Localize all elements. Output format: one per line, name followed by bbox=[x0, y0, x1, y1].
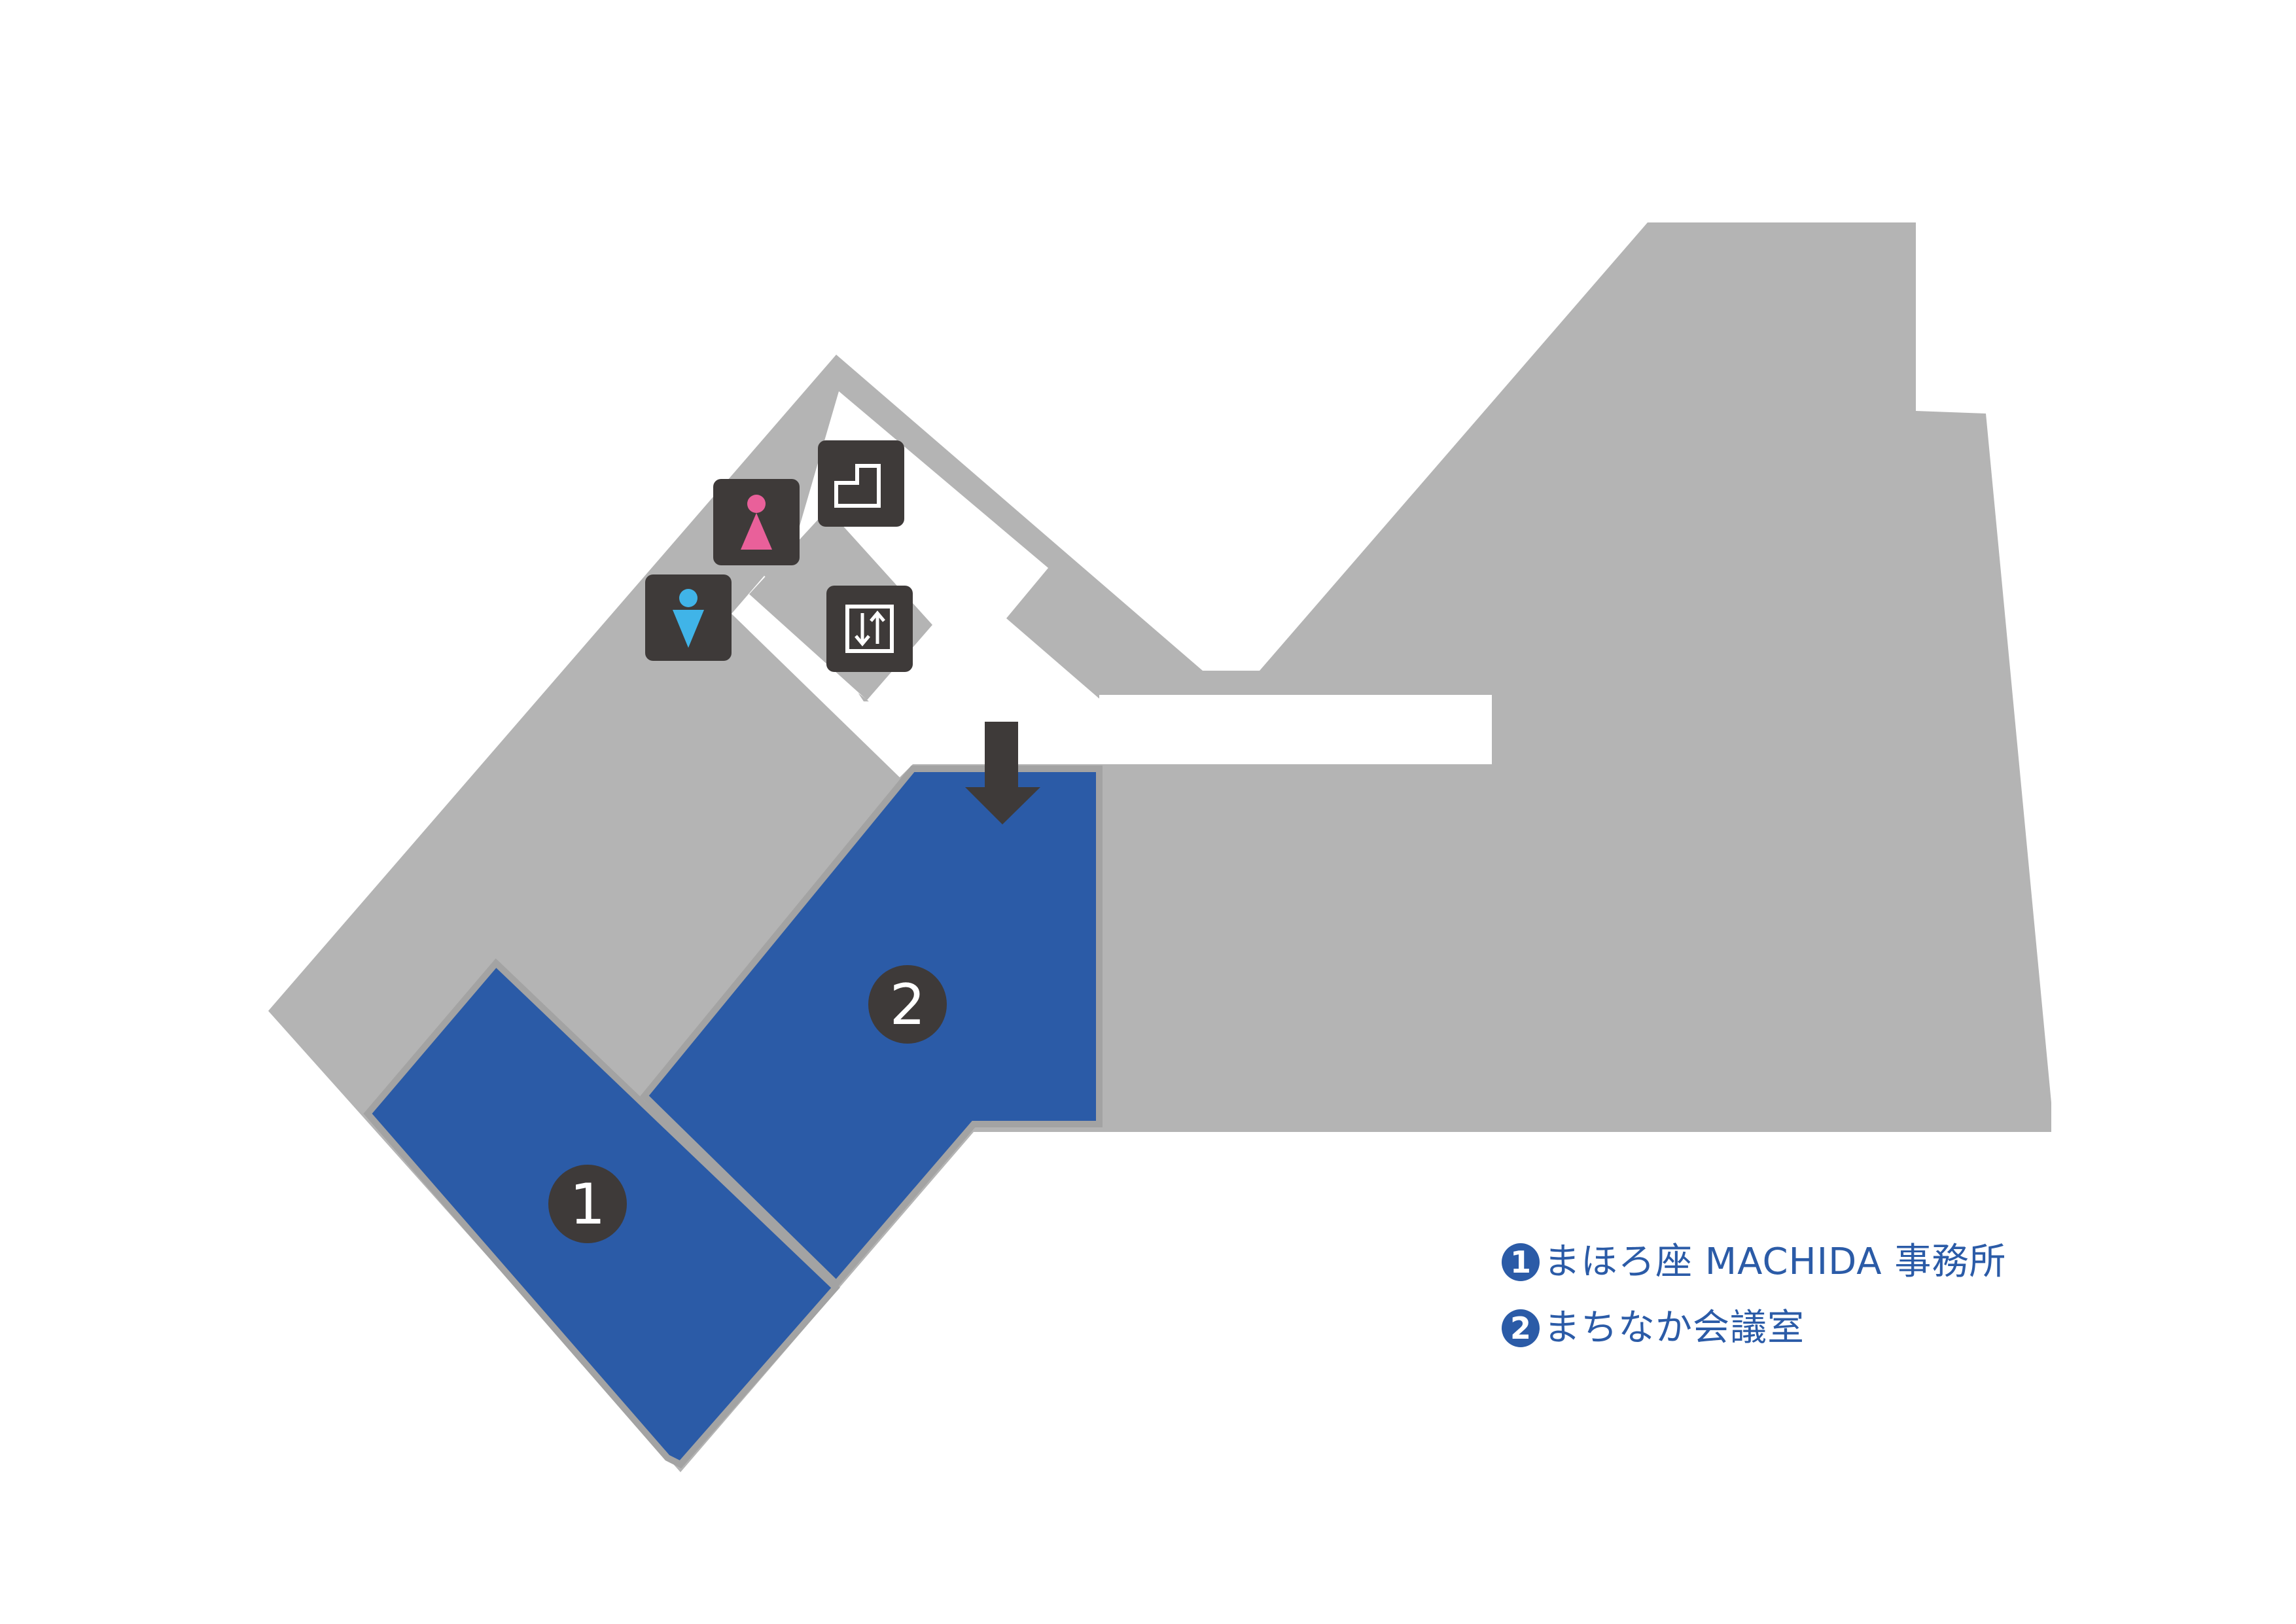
room-1-marker[interactable]: 1 bbox=[548, 1165, 627, 1243]
female-restroom-icon[interactable] bbox=[713, 479, 800, 565]
room-1-marker-label: 1 bbox=[570, 1172, 606, 1237]
stair-step-line bbox=[903, 484, 940, 524]
room-2-area bbox=[640, 766, 1103, 1289]
female-restroom-icon-body bbox=[741, 513, 772, 550]
male-restroom-icon[interactable] bbox=[645, 574, 732, 661]
room-2-marker-label: 2 bbox=[890, 972, 926, 1038]
entrance-arrow-icon bbox=[965, 722, 1040, 824]
room-2-marker[interactable]: 2 bbox=[868, 965, 947, 1044]
legend-room-name: まほろ座 MACHIDA 事務所 bbox=[1544, 1241, 2007, 1283]
elevator-icon-up-arrow bbox=[870, 610, 885, 644]
staircase-hatching bbox=[832, 421, 994, 572]
room-legend: 1 まほろ座 MACHIDA 事務所 2 まちなか会議室 bbox=[1502, 1240, 2156, 1372]
stair-step-line bbox=[921, 499, 958, 539]
male-restroom-icon-body bbox=[673, 610, 704, 648]
entrance-arrow-shaft bbox=[985, 722, 1018, 787]
main-corridor bbox=[732, 576, 1492, 777]
legend-room-name: まちなか会議室 bbox=[1544, 1307, 1805, 1349]
legend-item-room-1[interactable]: 1 まほろ座 MACHIDA 事務所 bbox=[1502, 1240, 2156, 1284]
room-1-marker-circle bbox=[548, 1165, 627, 1243]
elevator-icon-bg bbox=[826, 586, 913, 672]
stairs-icon[interactable] bbox=[818, 440, 904, 527]
stair-step-line bbox=[911, 492, 949, 531]
male-restroom-icon-head bbox=[679, 589, 698, 607]
stair-lines bbox=[841, 431, 984, 562]
elevator-icon-down-arrow bbox=[855, 613, 870, 646]
elevator-icon-frame bbox=[845, 605, 894, 653]
stairs-icon-bg bbox=[818, 440, 904, 527]
legend-number-badge: 1 bbox=[1502, 1243, 1540, 1281]
entrance-arrow-head bbox=[965, 787, 1040, 824]
legend-number-badge: 2 bbox=[1502, 1309, 1540, 1347]
legend-item-room-2[interactable]: 2 まちなか会議室 bbox=[1502, 1306, 2156, 1350]
stair-step-line bbox=[947, 522, 984, 562]
female-restroom-icon-head bbox=[747, 495, 766, 513]
stair-step-line bbox=[938, 515, 975, 554]
elevator-icon[interactable] bbox=[826, 586, 913, 672]
stairs-icon-glyph bbox=[834, 464, 881, 508]
stair-step-line bbox=[929, 507, 966, 547]
room-2-marker-circle bbox=[868, 965, 947, 1044]
